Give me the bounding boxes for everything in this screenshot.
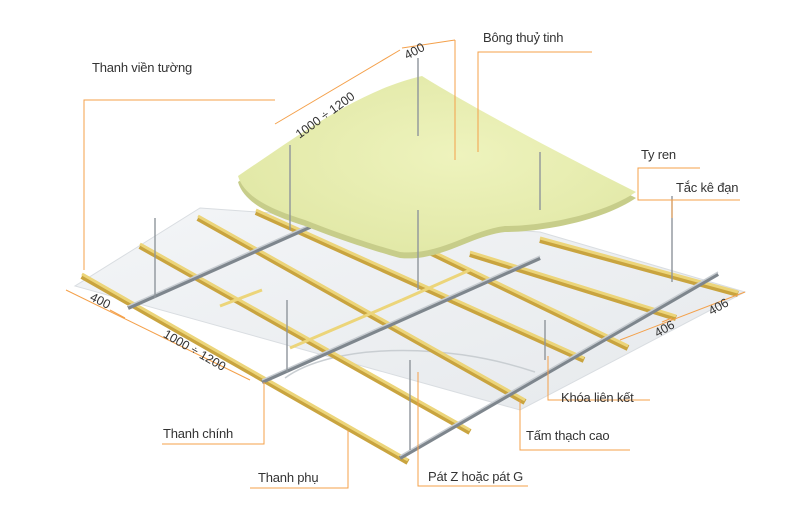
label-connector-lock: Khóa liên kết — [561, 390, 634, 405]
label-glass-wool: Bông thuỷ tinh — [483, 30, 564, 45]
leader-lines — [65, 39, 746, 489]
yellow-connectors — [219, 268, 471, 350]
label-threaded-rod: Ty ren — [641, 147, 676, 162]
label-cross-bar: Thanh phụ — [258, 470, 319, 485]
label-main-bar: Thanh chính — [163, 426, 234, 441]
label-bracket: Pát Z hoặc pát G — [428, 469, 524, 484]
label-anchor: Tắc kê đạn — [676, 180, 739, 195]
label-wall-trim: Thanh viền tường — [92, 60, 193, 75]
label-gypsum-board: Tấm thạch cao — [526, 428, 610, 443]
main-bars — [127, 215, 720, 460]
board-cutout — [284, 349, 536, 379]
glass-wool-blanket — [238, 76, 636, 259]
